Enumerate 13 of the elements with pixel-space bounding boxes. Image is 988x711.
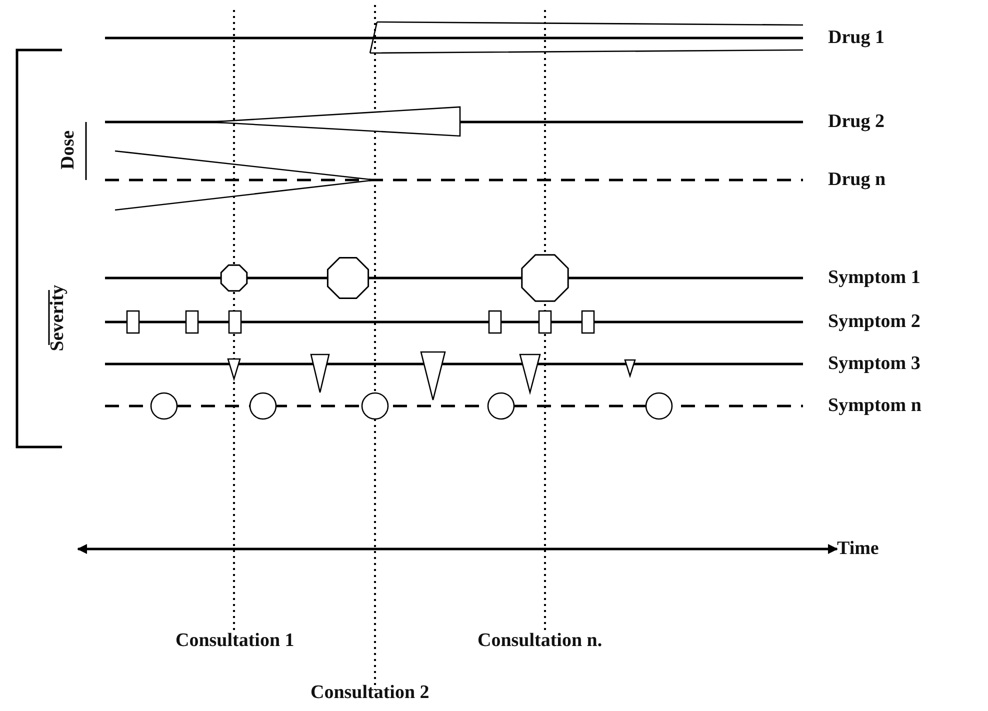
row-label: Drug 2 bbox=[828, 111, 884, 133]
axis-label: Dose bbox=[57, 130, 80, 170]
row-label: Symptom 3 bbox=[828, 353, 920, 375]
row-label: Symptom n bbox=[828, 395, 922, 417]
row-label: Drug 1 bbox=[828, 27, 884, 49]
row-label: Symptom 1 bbox=[828, 267, 920, 289]
axis-label: Severity bbox=[47, 284, 70, 352]
consultation-label: Consultation n. bbox=[478, 630, 602, 652]
consultation-label: Consultation 1 bbox=[176, 630, 294, 652]
consultation-label: Consultation 2 bbox=[310, 682, 430, 704]
row-label: Drug n bbox=[828, 169, 886, 191]
row-label: Symptom 2 bbox=[828, 311, 920, 333]
axis-label: Time bbox=[837, 538, 879, 560]
